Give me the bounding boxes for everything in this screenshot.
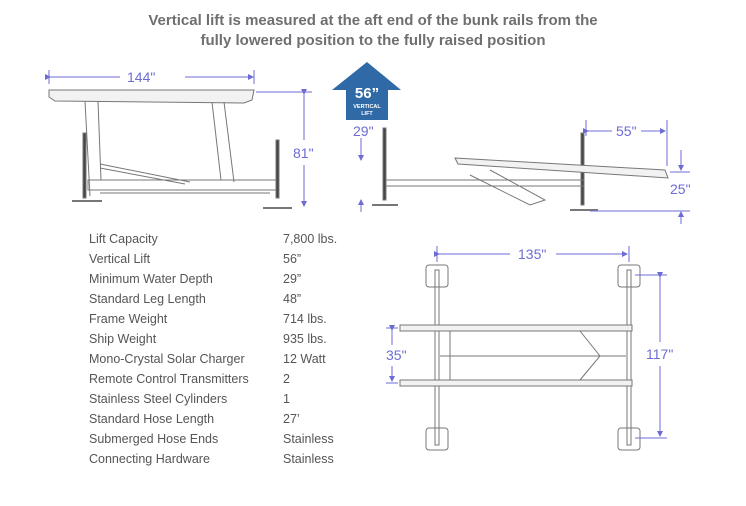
spec-value: 27’ (283, 412, 300, 426)
diagram-title: Vertical lift is measured at the aft end… (0, 11, 746, 51)
lowered-view-drawing (372, 127, 669, 211)
badge-value: 56” (355, 85, 379, 102)
spec-label: Minimum Water Depth (89, 272, 213, 286)
spec-label: Standard Leg Length (89, 292, 206, 306)
badge-line-1: VERTICAL (353, 104, 381, 110)
spec-label: Connecting Hardware (89, 452, 210, 466)
spec-value: 2 (283, 372, 290, 386)
spec-label: Frame Weight (89, 312, 168, 326)
top-width-label: 135" (518, 246, 546, 262)
spec-value: Stainless (283, 452, 334, 466)
spec-value: 714 lbs. (283, 312, 327, 326)
spec-row: Vertical Lift 56” (89, 249, 389, 269)
spec-row: Submerged Hose Ends Stainless (89, 429, 389, 449)
spec-value: 935 lbs. (283, 332, 327, 346)
side-view-dimensions (45, 70, 312, 207)
bunk-spacing-label: 35" (386, 347, 407, 363)
spec-row: Stainless Steel Cylinders 1 (89, 389, 389, 409)
top-length-label: 117" (646, 346, 673, 362)
spec-label: Ship Weight (89, 332, 157, 346)
top-view-dimensions (386, 246, 667, 439)
spec-label: Standard Hose Length (89, 412, 215, 426)
spec-label: Mono-Crystal Solar Charger (89, 352, 245, 366)
spec-value: Stainless (283, 432, 334, 446)
spec-value: 56” (283, 252, 302, 266)
spec-value: 12 Watt (283, 352, 326, 366)
water-depth-label: 29" (353, 123, 374, 139)
lowered-view-dimensions (358, 120, 690, 224)
spec-label: Submerged Hose Ends (89, 432, 219, 446)
spec-row: Frame Weight 714 lbs. (89, 309, 389, 329)
side-view-drawing (48, 89, 292, 209)
spec-row: Standard Leg Length 48” (89, 289, 389, 309)
spec-row: Mono-Crystal Solar Charger 12 Watt (89, 349, 389, 369)
spec-label: Lift Capacity (89, 232, 158, 246)
title-line-1: Vertical lift is measured at the aft end… (148, 12, 598, 29)
spec-row: Lift Capacity 7,800 lbs. (89, 229, 389, 249)
specs-table: Lift Capacity 7,800 lbs. Vertical Lift 56” M… (89, 229, 389, 469)
spec-label: Stainless Steel Cylinders (89, 392, 228, 406)
height-dimension-label: 81" (293, 145, 314, 161)
length-dimension-label: 144" (127, 69, 155, 85)
badge-line-2: LIFT (361, 111, 373, 117)
spec-row: Ship Weight 935 lbs. (89, 329, 389, 349)
title-line-2: fully lowered position to the fully rais… (200, 32, 546, 49)
vertical-lift-badge: 56” VERTICAL LIFT (332, 62, 401, 120)
spec-label: Vertical Lift (89, 252, 151, 266)
spec-value: 29” (283, 272, 302, 286)
top-view-drawing (399, 264, 641, 451)
spec-value: 48” (283, 292, 302, 306)
spec-value: 7,800 lbs. (283, 232, 338, 246)
spec-value: 1 (283, 392, 290, 406)
spec-row: Remote Control Transmitters 2 (89, 369, 389, 389)
spec-row: Standard Hose Length 27’ (89, 409, 389, 429)
spec-row: Connecting Hardware Stainless (89, 449, 389, 469)
spec-row: Minimum Water Depth 29” (89, 269, 389, 289)
bunk-overhang-label: 55" (616, 123, 637, 139)
spec-label: Remote Control Transmitters (89, 372, 249, 386)
bunk-drop-label: 25" (670, 181, 691, 197)
